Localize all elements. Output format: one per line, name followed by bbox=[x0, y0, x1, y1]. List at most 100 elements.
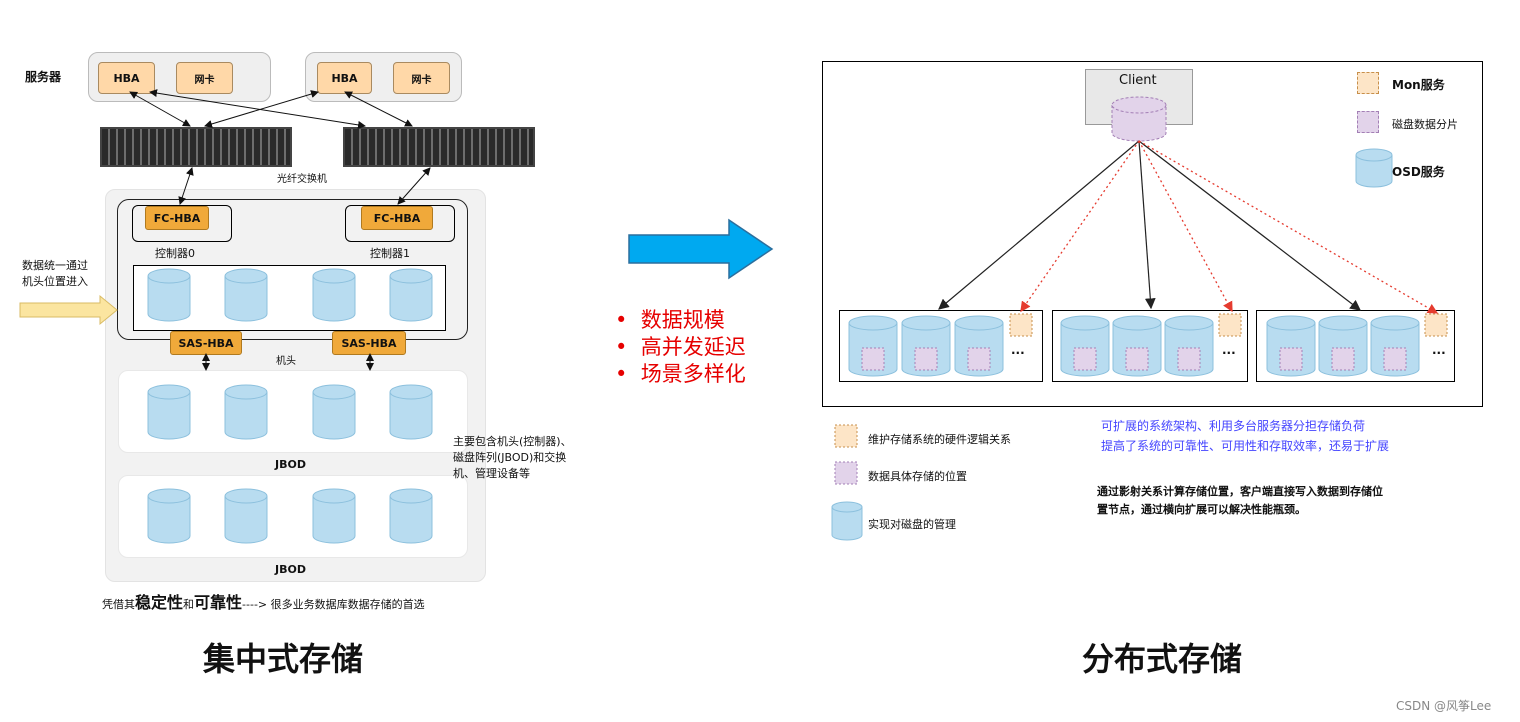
distributed-graphics bbox=[831, 96, 1448, 541]
link-s2-sw1 bbox=[204, 90, 319, 128]
challenge-item: • 场景多样化 bbox=[615, 362, 746, 386]
fc-hba-1: FC-HBA bbox=[361, 206, 433, 230]
shard-square bbox=[1279, 347, 1303, 371]
controller0-frame bbox=[132, 205, 232, 242]
controller1-frame bbox=[345, 205, 455, 242]
bottom-em1: 稳定性 bbox=[135, 593, 184, 612]
legend2-mon-label: 维护存储系统的硬件逻辑关系 bbox=[868, 433, 1011, 446]
client-label: Client bbox=[1119, 73, 1157, 88]
more-disks-3: ... bbox=[1432, 343, 1446, 357]
client-shard-cylinder bbox=[1111, 96, 1167, 142]
sas-hba-1: SAS-HBA bbox=[332, 331, 406, 355]
distributed-storage-frame bbox=[822, 61, 1483, 407]
legend2-osd-swatch bbox=[831, 501, 863, 541]
cylinder bbox=[312, 488, 356, 544]
mapping-note-line1: 通过影射关系计算存储位置，客户端直接写入数据到存储位 bbox=[1097, 485, 1383, 498]
cylinder bbox=[147, 384, 191, 440]
server-label: 服务器 bbox=[25, 70, 62, 84]
side-note-line2: 磁盘阵列(JBOD)和交换 bbox=[453, 451, 567, 464]
osd-cylinders bbox=[848, 315, 1420, 377]
transition-arrow bbox=[628, 218, 774, 280]
link-sw1-fc0 bbox=[178, 167, 194, 205]
centralized-title: 集中式存储 bbox=[203, 640, 364, 678]
cylinder bbox=[147, 488, 191, 544]
bottom-prefix: 凭借其 bbox=[102, 598, 135, 611]
controller-head-box bbox=[117, 199, 468, 340]
challenge-list: • 数据规模 • 高并发延迟 • 场景多样化 bbox=[615, 307, 746, 388]
write-arrow-node1 bbox=[938, 140, 1140, 310]
mon-square bbox=[1009, 313, 1033, 337]
watermark: CSDN @风筝Lee bbox=[1396, 699, 1492, 713]
disk-cylinders bbox=[147, 268, 433, 544]
hba-label: HBA bbox=[113, 71, 140, 85]
bottom-em2: 可靠性 bbox=[194, 593, 243, 612]
legend-shard-label: 磁盘数据分片 bbox=[1392, 118, 1458, 131]
cylinder bbox=[312, 384, 356, 440]
switch-label: 光纤交换机 bbox=[277, 174, 327, 185]
entry-arrow bbox=[19, 294, 118, 326]
mapping-note-line2: 置节点，通过横向扩展可以解决性能瓶颈。 bbox=[1097, 503, 1306, 516]
cylinder bbox=[224, 384, 268, 440]
mon-squares bbox=[1009, 313, 1448, 337]
legend2-shard-swatch bbox=[834, 461, 858, 485]
fc-hba-label: FC-HBA bbox=[373, 211, 421, 225]
cylinder bbox=[224, 488, 268, 544]
storage-node-2 bbox=[1052, 310, 1248, 382]
shard-square bbox=[1177, 347, 1201, 371]
legend-shard-swatch bbox=[1357, 111, 1379, 133]
bottom-mid: 和 bbox=[183, 598, 195, 611]
legend-osd-label: OSD服务 bbox=[1392, 165, 1445, 179]
controller0-label: 控制器0 bbox=[155, 247, 195, 260]
distributed-title: 分布式存储 bbox=[1082, 640, 1243, 678]
cylinder bbox=[312, 268, 356, 322]
mon-arrow-node2 bbox=[1138, 140, 1233, 313]
hba-label: HBA bbox=[331, 71, 358, 85]
shard-square bbox=[967, 347, 991, 371]
hba-tag-2: HBA bbox=[317, 62, 372, 94]
more-disks-2: ... bbox=[1222, 343, 1236, 357]
mon-arrow-node3 bbox=[1138, 140, 1439, 314]
head-label: 机头 bbox=[276, 356, 296, 367]
write-arrow-node3 bbox=[1138, 140, 1361, 311]
scalability-note-line1: 可扩展的系统架构、利用多台服务器分担存储负荷 bbox=[1101, 419, 1366, 433]
storage-node-1 bbox=[839, 310, 1043, 382]
controller1-label: 控制器1 bbox=[370, 247, 410, 260]
fc-hba-label: FC-HBA bbox=[153, 211, 201, 225]
shard-square bbox=[914, 347, 938, 371]
link-sw2-fc1 bbox=[397, 167, 431, 205]
mon-square bbox=[1424, 313, 1448, 337]
legend2-mon-swatch bbox=[834, 424, 858, 448]
entry-text-line1: 数据统一通过 bbox=[22, 259, 88, 272]
cylinder bbox=[389, 488, 433, 544]
shard-square bbox=[1125, 347, 1149, 371]
link-s1-sw2 bbox=[149, 89, 366, 129]
mon-square bbox=[1218, 313, 1242, 337]
shard-square bbox=[1073, 347, 1097, 371]
cylinder bbox=[224, 268, 268, 322]
scalability-note-line2: 提高了系统的可靠性、可用性和存取效率，还易于扩展 bbox=[1101, 439, 1390, 453]
centralized-connectors bbox=[19, 89, 433, 544]
legend-mon-label: Mon服务 bbox=[1392, 78, 1445, 92]
legend2-shard-label: 数据具体存储的位置 bbox=[868, 470, 967, 483]
legend2-osd-label: 实现对磁盘的管理 bbox=[868, 518, 956, 531]
cylinder bbox=[389, 384, 433, 440]
cylinder bbox=[147, 268, 191, 322]
shard-square bbox=[1331, 347, 1355, 371]
side-note-line1: 主要包含机头(控制器)、 bbox=[453, 435, 572, 448]
sas-hba-label: SAS-HBA bbox=[178, 336, 234, 350]
sas-hba-label: SAS-HBA bbox=[341, 336, 397, 350]
osd-cylinder bbox=[1318, 315, 1368, 377]
centralized-storage-diagram: 服务器 HBA 网卡 HBA 网卡 光纤交换机 FC-HBA FC-HBA 控制… bbox=[0, 0, 600, 620]
nic-tag-1: 网卡 bbox=[176, 62, 233, 94]
nic-tag-2: 网卡 bbox=[393, 62, 450, 94]
challenge-item: • 数据规模 bbox=[615, 308, 725, 332]
link-s2-sw2 bbox=[344, 91, 413, 127]
shard-square bbox=[1383, 347, 1407, 371]
legend-mon-swatch bbox=[1357, 72, 1379, 94]
nic-label: 网卡 bbox=[411, 74, 432, 86]
jbod-label-1: JBOD bbox=[275, 458, 306, 471]
jbod-label-2: JBOD bbox=[275, 563, 306, 576]
legend-osd-swatch bbox=[1355, 148, 1393, 188]
nic-label: 网卡 bbox=[194, 74, 215, 86]
cylinder bbox=[389, 268, 433, 322]
